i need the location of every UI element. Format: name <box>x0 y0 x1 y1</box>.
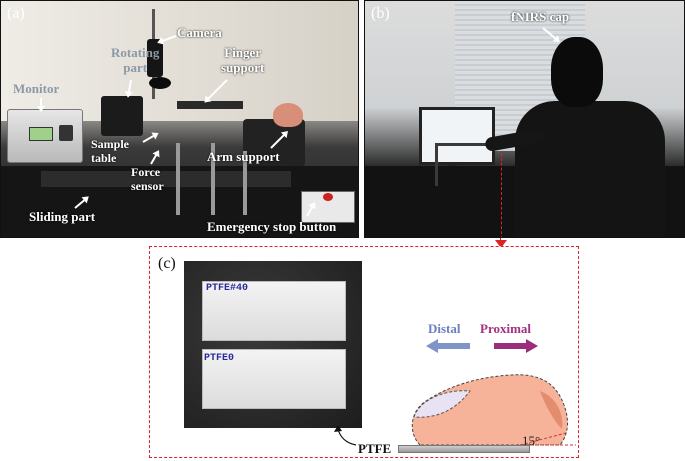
monitor-arrow <box>40 98 42 110</box>
red-dashed-guide <box>501 153 502 237</box>
apparatus-photo: (a) Camera Rotating part Finger support … <box>0 0 359 238</box>
camera-body <box>147 39 163 77</box>
finger-model <box>273 103 303 127</box>
arm-support-label: Arm support <box>207 149 280 164</box>
angle-label: 15° <box>522 433 541 448</box>
fnirs-cap-label: fNIRS cap <box>511 9 570 24</box>
post-1 <box>176 143 180 215</box>
distal-arrow <box>426 339 470 353</box>
emergency-stop-label: Emergency stop button <box>207 219 337 234</box>
sample-table-label: Sample table <box>91 137 130 165</box>
emergency-stop-cap <box>323 193 333 201</box>
monitor-label: Monitor <box>13 81 60 96</box>
sample-and-finger-diagram: (c) PTFE#40 PTFE0 Distal Proximal 15° PT… <box>149 246 579 458</box>
surface-label-arrow <box>334 425 357 446</box>
camera-lens <box>149 77 171 89</box>
sample-ptfe40-label: PTFE#40 <box>206 283 249 294</box>
participant-head <box>551 37 603 107</box>
finger-support-label: Finger support <box>221 45 265 75</box>
sample-table-arrow <box>142 133 158 143</box>
rotating-part-label: Rotating part <box>111 45 160 75</box>
monitor-buttons <box>59 125 73 141</box>
rotating-part-block <box>101 96 143 136</box>
sliding-rail <box>41 171 291 187</box>
finger-joint-shade <box>540 391 563 429</box>
finger-diagram <box>411 374 576 446</box>
ptfe-surface <box>398 445 530 453</box>
connector-arrowhead <box>495 240 507 248</box>
surface-label: PTFE <box>358 441 392 456</box>
sliding-part-label: Sliding part <box>29 209 96 224</box>
finger-support-plate <box>177 101 243 109</box>
panel-b-label: (b) <box>371 5 390 22</box>
fingernail-shape <box>413 390 471 418</box>
participant-photo: (b) fNIRS cap <box>364 0 685 238</box>
sample-ptfe0-label: PTFE0 <box>204 353 235 364</box>
proximal-arrow <box>494 339 538 353</box>
sample-ptfe40 <box>202 281 346 341</box>
sample-ptfe0 <box>202 349 346 409</box>
panel-a-label: (a) <box>7 5 25 22</box>
proximal-label: Proximal <box>480 321 532 336</box>
monitor-display <box>29 127 53 141</box>
post-2 <box>211 143 215 215</box>
post-3 <box>243 151 247 215</box>
angle-line-slope <box>519 432 567 446</box>
camera-label: Camera <box>177 25 222 40</box>
ptfe-samples-photo: PTFE#40 PTFE0 <box>184 261 362 428</box>
computer-monitor <box>419 107 495 165</box>
panel-c-label: (c) <box>158 255 176 272</box>
force-sensor-label: Force sensor <box>131 165 164 193</box>
participant-body <box>515 101 665 237</box>
force-sensor-arrow <box>150 151 159 165</box>
distal-label: Distal <box>428 321 461 336</box>
